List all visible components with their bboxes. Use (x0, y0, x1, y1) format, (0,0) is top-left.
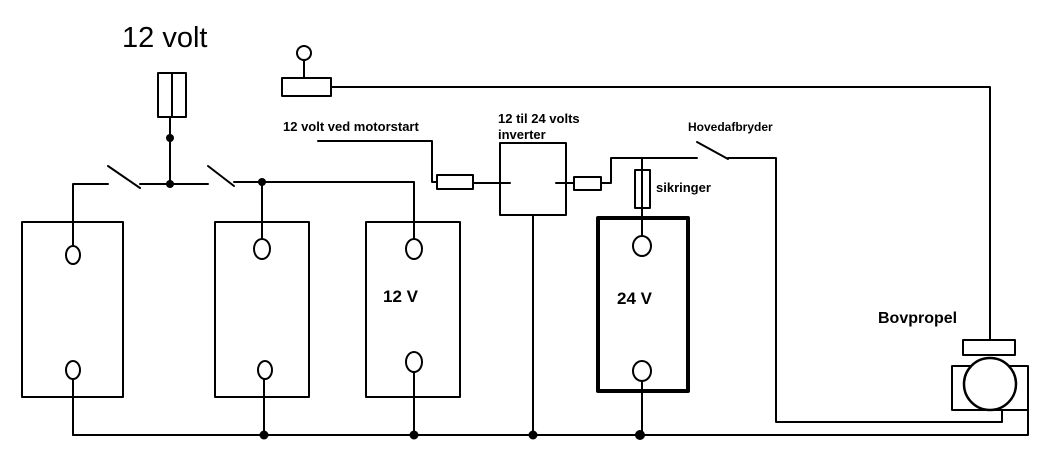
label-12-volt-title: 12 volt (122, 22, 207, 54)
terminal-24v-bottom (632, 360, 652, 382)
label-inverter-line1: 12 til 24 volts (498, 111, 580, 126)
switch-main-hovedafbryder (696, 141, 729, 160)
terminal-b3-bottom (405, 351, 423, 373)
label-sikringer: sikringer (656, 180, 711, 195)
switch-2 (207, 165, 235, 187)
battery1-top-wire (72, 183, 109, 249)
remote-control-wire (330, 86, 991, 341)
thruster-top-plate (962, 339, 1016, 356)
node-ground-b3 (409, 430, 419, 440)
thruster-motor-icon (962, 356, 1018, 412)
node-switch-junction (166, 180, 174, 188)
node-ground-24v (635, 430, 645, 440)
motorstart-wire (317, 140, 438, 183)
terminal-b1-top (65, 245, 81, 265)
inverter-box (499, 142, 567, 216)
fuse-inverter-output (573, 176, 602, 191)
remote-switch-body (281, 77, 332, 97)
node-fuse (166, 134, 174, 142)
fuse-inverter-input (436, 174, 474, 190)
node-battery2-top (258, 178, 266, 186)
remote-switch-knob (296, 45, 312, 61)
switch-1 (107, 165, 141, 189)
battery-2 (214, 221, 310, 398)
top-bus-wire (233, 181, 415, 241)
label-bovpropel: Bovpropel (878, 310, 957, 327)
node-ground-inverter (528, 430, 538, 440)
label-hovedafbryder: Hovedafbryder (688, 120, 773, 134)
label-battery-12v: 12 V (383, 287, 419, 306)
label-inverter-line2: inverter (498, 127, 546, 142)
label-motorstart: 12 volt ved motorstart (283, 119, 419, 134)
ground-bus-wire (72, 383, 1029, 436)
output-feed-wire (600, 157, 698, 184)
label-battery-24v: 24 V (617, 289, 653, 308)
terminal-24v-top (632, 235, 652, 257)
terminal-b2-bottom (257, 360, 273, 380)
terminal-b2-top (253, 238, 271, 260)
node-ground-b2 (259, 430, 269, 440)
terminal-b3-top (405, 238, 423, 260)
terminal-b1-bottom (65, 360, 81, 380)
